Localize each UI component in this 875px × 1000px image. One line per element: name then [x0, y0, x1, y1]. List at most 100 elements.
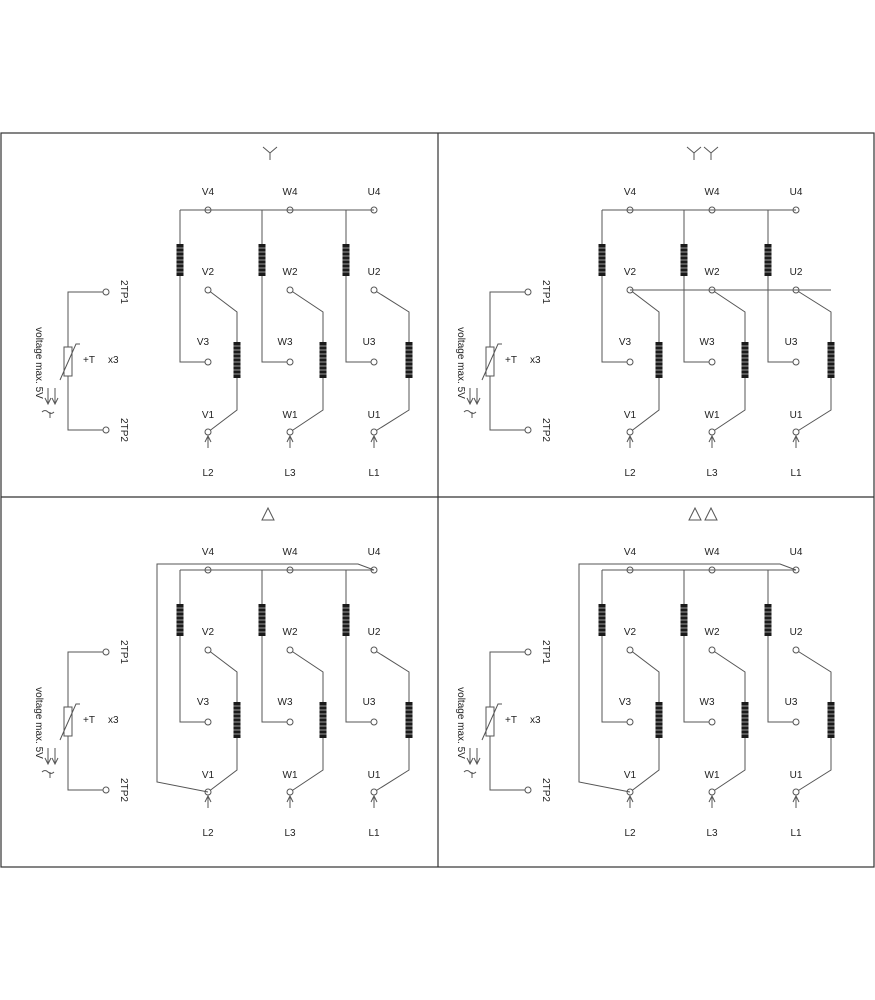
- winding-v-b: [233, 702, 241, 738]
- terminal-u1: [370, 788, 378, 796]
- wave-icon: [463, 770, 477, 778]
- coil1-bottom-lead: [601, 636, 630, 723]
- label-u3: U3: [785, 697, 798, 708]
- winding-u-b: [827, 342, 835, 378]
- connection-symbol-Y: [262, 146, 278, 160]
- label-u3: U3: [785, 337, 798, 348]
- label-u1: U1: [368, 770, 381, 781]
- winding-w-a: [680, 244, 688, 276]
- coil1-bottom-lead: [179, 276, 208, 363]
- tp2-terminal: [102, 786, 110, 794]
- tp1-label: 2TP1: [540, 280, 551, 304]
- tp1-terminal: [102, 288, 110, 296]
- coil2-top-lead: [795, 649, 832, 702]
- ptc-slash: [59, 343, 80, 381]
- terminal-w1: [286, 428, 294, 436]
- multiplier-label: x3: [108, 355, 119, 366]
- coil1-bottom-lead: [261, 636, 290, 723]
- coil1-bottom-lead: [683, 276, 712, 363]
- thermistor-wire: [489, 291, 528, 431]
- tp1-terminal: [102, 648, 110, 656]
- supply-arrow-l1: [792, 794, 800, 808]
- thermistor-input-arrows-icon: [466, 388, 481, 406]
- terminal-w3: [708, 718, 716, 726]
- label-v2: V2: [624, 267, 637, 278]
- label-w1: W1: [705, 410, 720, 421]
- winding-u-a: [764, 604, 772, 636]
- winding-u-a: [764, 244, 772, 276]
- terminal-v3: [626, 358, 634, 366]
- winding-v-a: [176, 604, 184, 636]
- connection-symbol-delta-delta: [688, 506, 718, 521]
- label-l3: L3: [284, 828, 296, 839]
- terminal-u3: [370, 718, 378, 726]
- wave-icon: [41, 410, 55, 418]
- label-w1: W1: [283, 770, 298, 781]
- label-w2: W2: [283, 627, 298, 638]
- label-v3: V3: [619, 697, 632, 708]
- coil1-bottom-lead: [345, 636, 374, 723]
- winding-u-a: [342, 604, 350, 636]
- temp-label: +T: [83, 355, 95, 366]
- supply-arrow-l3: [286, 434, 294, 448]
- coil2-top-lead: [629, 649, 660, 702]
- coil2-top-lead: [207, 289, 238, 342]
- label-u3: U3: [363, 697, 376, 708]
- label-v3: V3: [619, 337, 632, 348]
- coil1-bottom-lead: [683, 636, 712, 723]
- winding-w-b: [741, 702, 749, 738]
- label-u2: U2: [790, 267, 803, 278]
- label-u1: U1: [368, 410, 381, 421]
- winding-u-a: [342, 244, 350, 276]
- wave-icon: [463, 410, 477, 418]
- label-l3: L3: [706, 468, 718, 479]
- tp2-label: 2TP2: [540, 778, 551, 802]
- coil1-bottom-lead: [345, 276, 374, 363]
- coil1-bottom-lead: [601, 276, 630, 363]
- supply-arrow-l1: [792, 434, 800, 448]
- winding-w-a: [258, 244, 266, 276]
- coil2-top-lead: [711, 289, 746, 342]
- label-v4: V4: [202, 547, 215, 558]
- terminal-u1: [792, 788, 800, 796]
- label-v1: V1: [624, 770, 637, 781]
- winding-w-a: [258, 604, 266, 636]
- winding-w-b: [741, 342, 749, 378]
- voltage-label: voltage max. 5V: [33, 327, 44, 399]
- supply-arrow-l3: [708, 434, 716, 448]
- coil2-top-lead: [373, 649, 410, 702]
- tp2-label: 2TP2: [540, 418, 551, 442]
- supply-arrow-l2: [626, 434, 634, 448]
- label-v1: V1: [624, 410, 637, 421]
- temp-label: +T: [83, 715, 95, 726]
- terminal-u2: [792, 646, 800, 654]
- multiplier-label: x3: [530, 355, 541, 366]
- tp1-label: 2TP1: [118, 280, 129, 304]
- winding-u-b: [827, 702, 835, 738]
- label-l1: L1: [790, 828, 802, 839]
- thermistor-wire: [67, 291, 106, 431]
- label-l2: L2: [624, 468, 636, 479]
- winding-w-b: [319, 702, 327, 738]
- supply-arrow-l2: [204, 794, 212, 808]
- coil2-top-lead: [373, 289, 410, 342]
- label-u4: U4: [368, 187, 381, 198]
- connection-symbol-YY: [686, 146, 719, 160]
- coil2-top-lead: [289, 649, 324, 702]
- terminal-w3: [286, 358, 294, 366]
- terminal-w3: [708, 358, 716, 366]
- label-w2: W2: [705, 267, 720, 278]
- label-v1: V1: [202, 770, 215, 781]
- terminal-v1: [204, 428, 212, 436]
